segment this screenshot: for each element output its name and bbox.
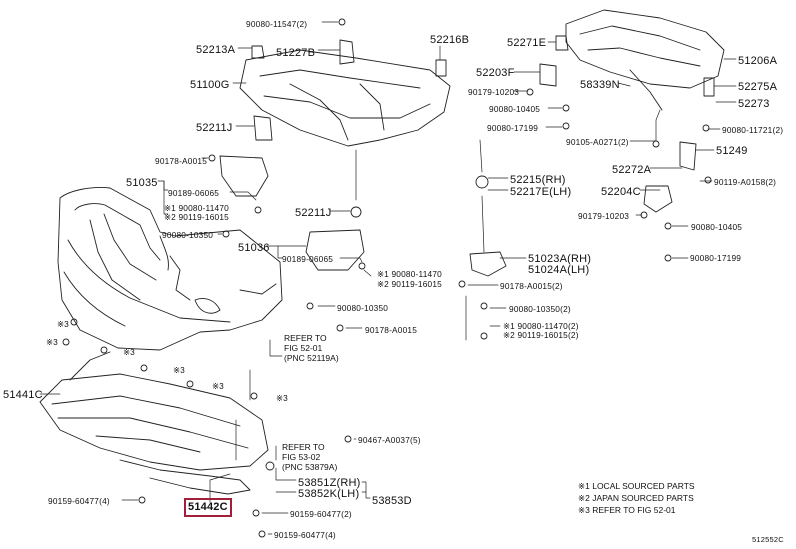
part-callout: 90159-60477(4) — [274, 530, 336, 540]
part-callout: 52271E — [507, 37, 547, 49]
part-callout: 53852K(LH) — [298, 488, 360, 500]
part-callout: 90189-06065 — [282, 254, 334, 264]
part-callout: 51024A(LH) — [528, 264, 590, 276]
drawing-id: 512552C — [752, 535, 784, 544]
part-callout: ※2 90119-16015 — [377, 279, 442, 289]
refer-note-line: REFER TO — [282, 442, 325, 452]
part-callout: 51035 — [126, 177, 158, 189]
part-callout: ※1 90080-11470(2) — [503, 321, 579, 331]
part-callout: ※3 — [173, 365, 185, 375]
part-callout: ※1 90080-11470 — [164, 203, 229, 213]
part-callout: 90189-06065 — [168, 188, 220, 198]
part-callout: 52216B — [430, 34, 470, 46]
part-callout: ※3 — [123, 347, 135, 357]
part-callout: ※3 — [57, 319, 69, 329]
part-callout: 52213A — [196, 44, 236, 56]
part-callout: 90080-17199 — [690, 253, 742, 263]
part-callout: 90179-10203 — [578, 211, 630, 221]
part-callout: 90080-10350 — [337, 303, 389, 313]
part-callout: 90159-60477(4) — [48, 496, 110, 506]
refer-note-line: (PNC 53879A) — [282, 462, 338, 472]
part-callout: 51227B — [276, 47, 316, 59]
part-callout: 90119-A0158(2) — [714, 177, 777, 187]
legend-line-1: ※1 LOCAL SOURCED PARTS — [578, 481, 695, 491]
part-callout: 90080-10350 — [162, 230, 214, 240]
bumper-cover-drawing — [57, 187, 283, 351]
refer-note-line: FIG 52-01 — [284, 343, 323, 353]
part-callout: 52203F — [476, 67, 515, 79]
part-callout: 90159-60477(2) — [290, 509, 352, 519]
part-callout: 90178-A0015 — [155, 156, 208, 166]
part-callout: ※3 — [46, 337, 58, 347]
part-callout: 52273 — [738, 98, 770, 110]
part-callout: 90179-10203 — [468, 87, 520, 97]
refer-note-line: REFER TO — [284, 333, 327, 343]
part-callout: 51441C — [3, 389, 43, 401]
rear-crossmember-drawing — [555, 9, 725, 171]
part-callout: 52204C — [601, 186, 641, 198]
part-callout: 53851Z(RH) — [298, 477, 361, 489]
part-callout: 90080-10350(2) — [509, 304, 571, 314]
part-callout: ※3 — [276, 393, 288, 403]
legend: ※1 LOCAL SOURCED PARTS ※2 JAPAN SOURCED … — [578, 482, 778, 518]
subframe-drawing — [239, 39, 451, 147]
part-callout: 52211J — [196, 122, 233, 134]
part-callout: 52215(RH) — [510, 174, 566, 186]
part-callout: ※3 — [212, 381, 224, 391]
bracket-drawing — [219, 63, 673, 277]
part-callout: ※1 90080-11470 — [377, 269, 442, 279]
part-callout: 90080-10405 — [691, 222, 743, 232]
part-callout: 51206A — [738, 55, 778, 67]
part-callout: 52272A — [612, 164, 652, 176]
part-callout: 58339N — [580, 79, 620, 91]
refer-note-line: (PNC 52119A) — [284, 353, 339, 363]
part-callout: 52217E(LH) — [510, 186, 572, 198]
part-callout: 90105-A0271(2) — [566, 137, 629, 147]
part-callout: 51023A(RH) — [528, 253, 592, 265]
part-callout: 52211J — [295, 207, 332, 219]
part-callout: 90178-A0015(2) — [500, 281, 563, 291]
part-callout: 90080-11547(2) — [246, 19, 308, 29]
part-callout: 90467-A0037(5) — [358, 435, 421, 445]
legend-line-3: ※3 REFER TO FIG 52-01 — [578, 505, 676, 515]
highlighted-part-number[interactable]: 51442C — [184, 498, 232, 517]
part-callout: 53853D — [372, 495, 412, 507]
part-callout: 51036 — [238, 242, 270, 254]
refer-note-line: FIG 53-02 — [282, 452, 321, 462]
part-callout: 52275A — [738, 81, 778, 93]
part-callout: 51100G — [190, 79, 230, 91]
lower-spoiler-drawing — [39, 351, 269, 495]
legend-line-2: ※2 JAPAN SOURCED PARTS — [578, 493, 694, 503]
part-callout: 51249 — [716, 145, 748, 157]
part-callout: 90178-A0015 — [365, 325, 418, 335]
part-callout: 90080-11721(2) — [722, 125, 784, 135]
fastener-drawing — [62, 18, 712, 538]
part-callout: 90080-17199 — [487, 123, 539, 133]
part-callout: 90080-10405 — [489, 104, 541, 114]
leader-lines — [39, 21, 737, 535]
part-callout: ※2 90119-16015 — [164, 212, 229, 222]
part-callout: ※2 90119-16015(2) — [503, 330, 579, 340]
